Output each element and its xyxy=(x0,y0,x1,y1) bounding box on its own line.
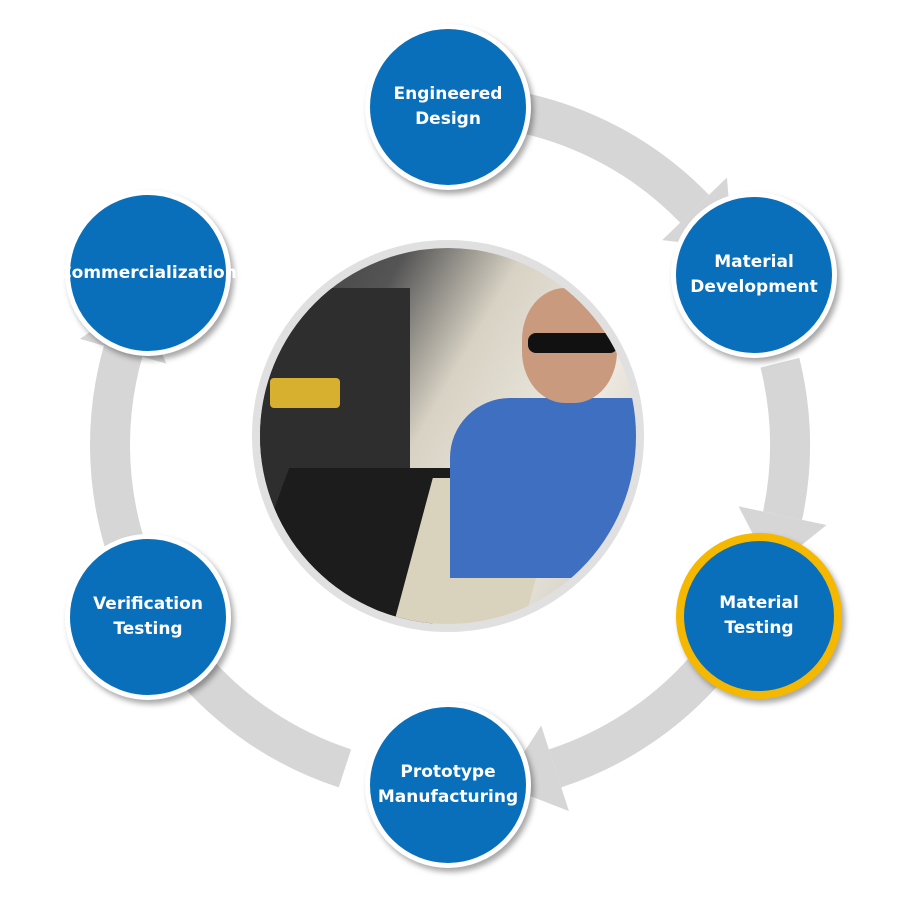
arrow-shaft xyxy=(174,650,352,788)
arrow-shaft xyxy=(516,92,709,223)
machine-platen xyxy=(270,378,340,408)
arrow-shaft xyxy=(90,345,145,551)
center-photo xyxy=(252,240,644,632)
node-commercialization[interactable]: Commercialization xyxy=(59,190,237,356)
arrow-shaft xyxy=(548,658,718,788)
safety-glasses xyxy=(528,333,618,353)
arrow-shaft xyxy=(760,357,810,520)
technician-body xyxy=(450,398,636,578)
